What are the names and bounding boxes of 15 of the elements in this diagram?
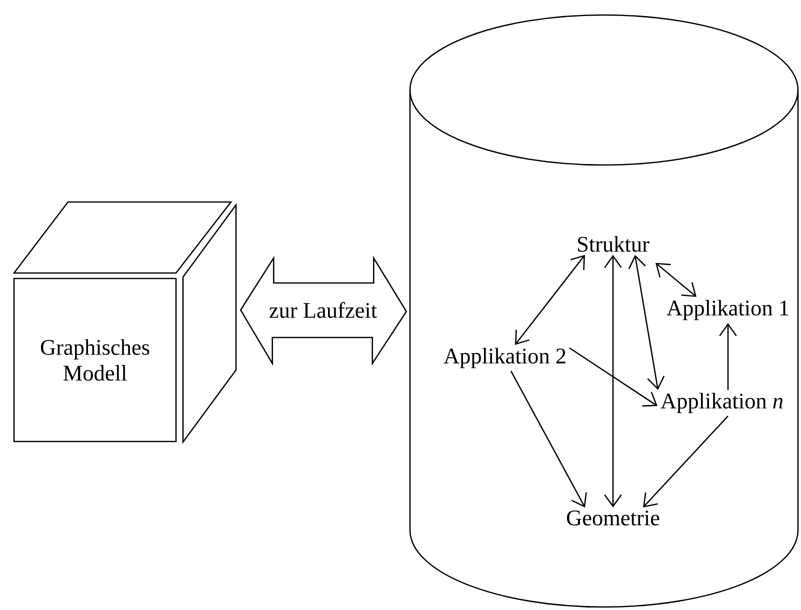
node-label: Applikation 1	[666, 300, 788, 320]
arrow	[719, 323, 737, 390]
edge-label: zur Laufzeit	[268, 300, 378, 320]
arrow	[604, 254, 622, 508]
arrow	[655, 262, 696, 297]
arrow	[643, 416, 728, 508]
node-label: Applikation 2	[444, 348, 566, 368]
arrow	[515, 254, 585, 345]
arrow	[510, 370, 587, 508]
node-label: Applikation n	[660, 392, 783, 414]
database-cylinder	[409, 14, 799, 608]
arrow	[569, 347, 658, 407]
node-label: Geometrie	[566, 510, 660, 526]
arrow	[628, 254, 665, 390]
node-label: Struktur	[578, 236, 650, 252]
